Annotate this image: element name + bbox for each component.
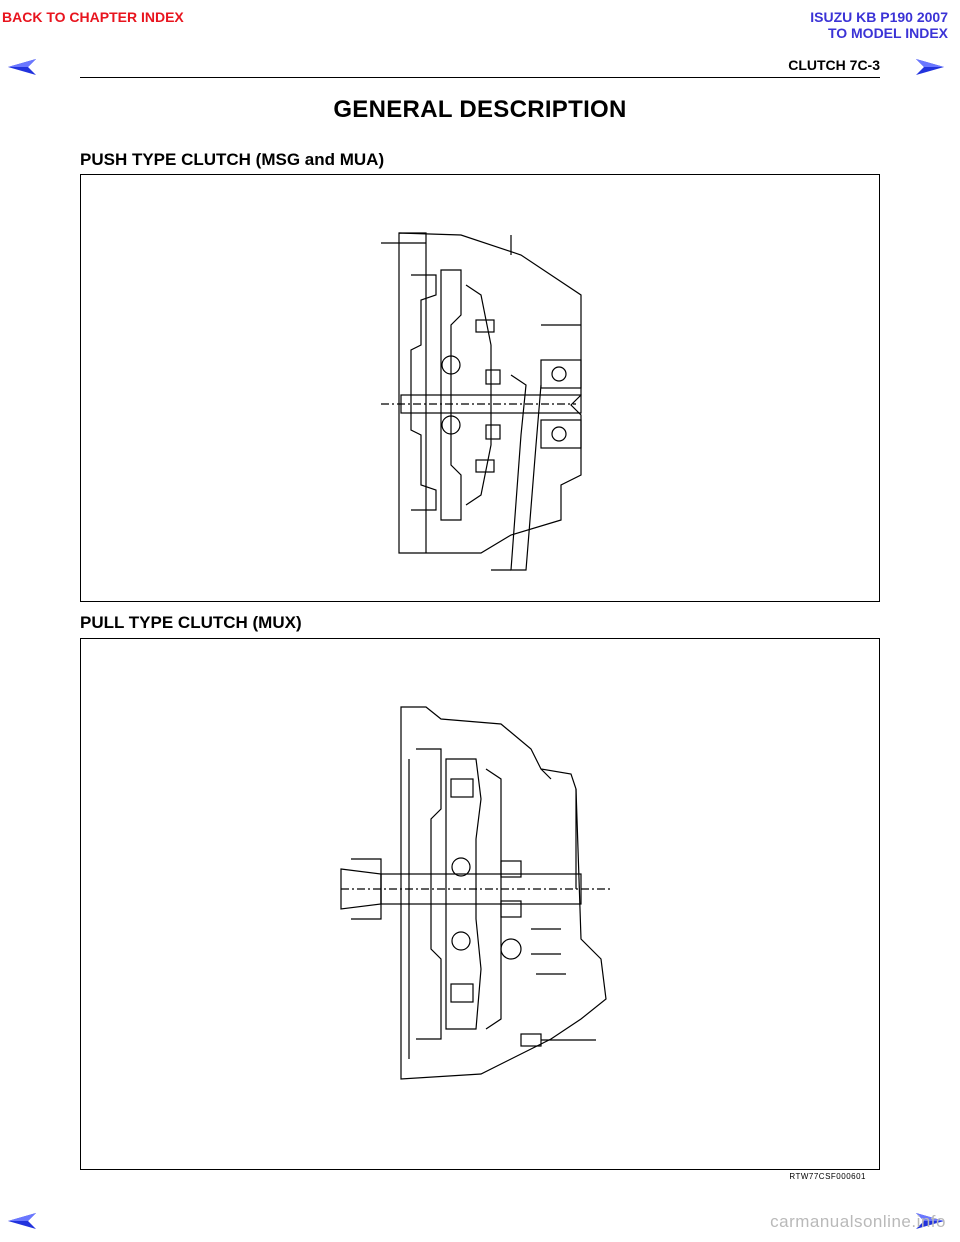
watermark-text: carmanualsonline.info (770, 1212, 946, 1231)
next-page-arrow-icon[interactable] (914, 57, 946, 77)
model-nav-block: ISUZU KB P190 2007 TO MODEL INDEX (810, 9, 948, 41)
to-model-index-link[interactable]: TO MODEL INDEX (827, 25, 948, 41)
push-clutch-drawing (381, 232, 582, 571)
page-header-label: CLUTCH 7C-3 (788, 57, 880, 73)
figure-code: RTW77CSF000601 (789, 1172, 866, 1181)
previous-page-arrow-bottom-icon[interactable] (6, 1211, 38, 1231)
pull-clutch-figure (80, 638, 880, 1170)
pull-clutch-drawing (340, 706, 611, 1080)
header-divider (80, 77, 880, 78)
back-to-chapter-index-link[interactable]: BACK TO CHAPTER INDEX (2, 9, 184, 25)
previous-page-arrow-icon[interactable] (6, 57, 38, 77)
model-title-link[interactable]: ISUZU KB P190 2007 (810, 9, 948, 25)
page-title: GENERAL DESCRIPTION (333, 96, 627, 123)
next-page-arrow-bottom-icon[interactable] (914, 1211, 946, 1231)
pull-clutch-heading: PULL TYPE CLUTCH (MUX) (80, 613, 302, 632)
push-clutch-heading: PUSH TYPE CLUTCH (MSG and MUA) (80, 150, 385, 169)
push-clutch-figure (80, 174, 880, 602)
